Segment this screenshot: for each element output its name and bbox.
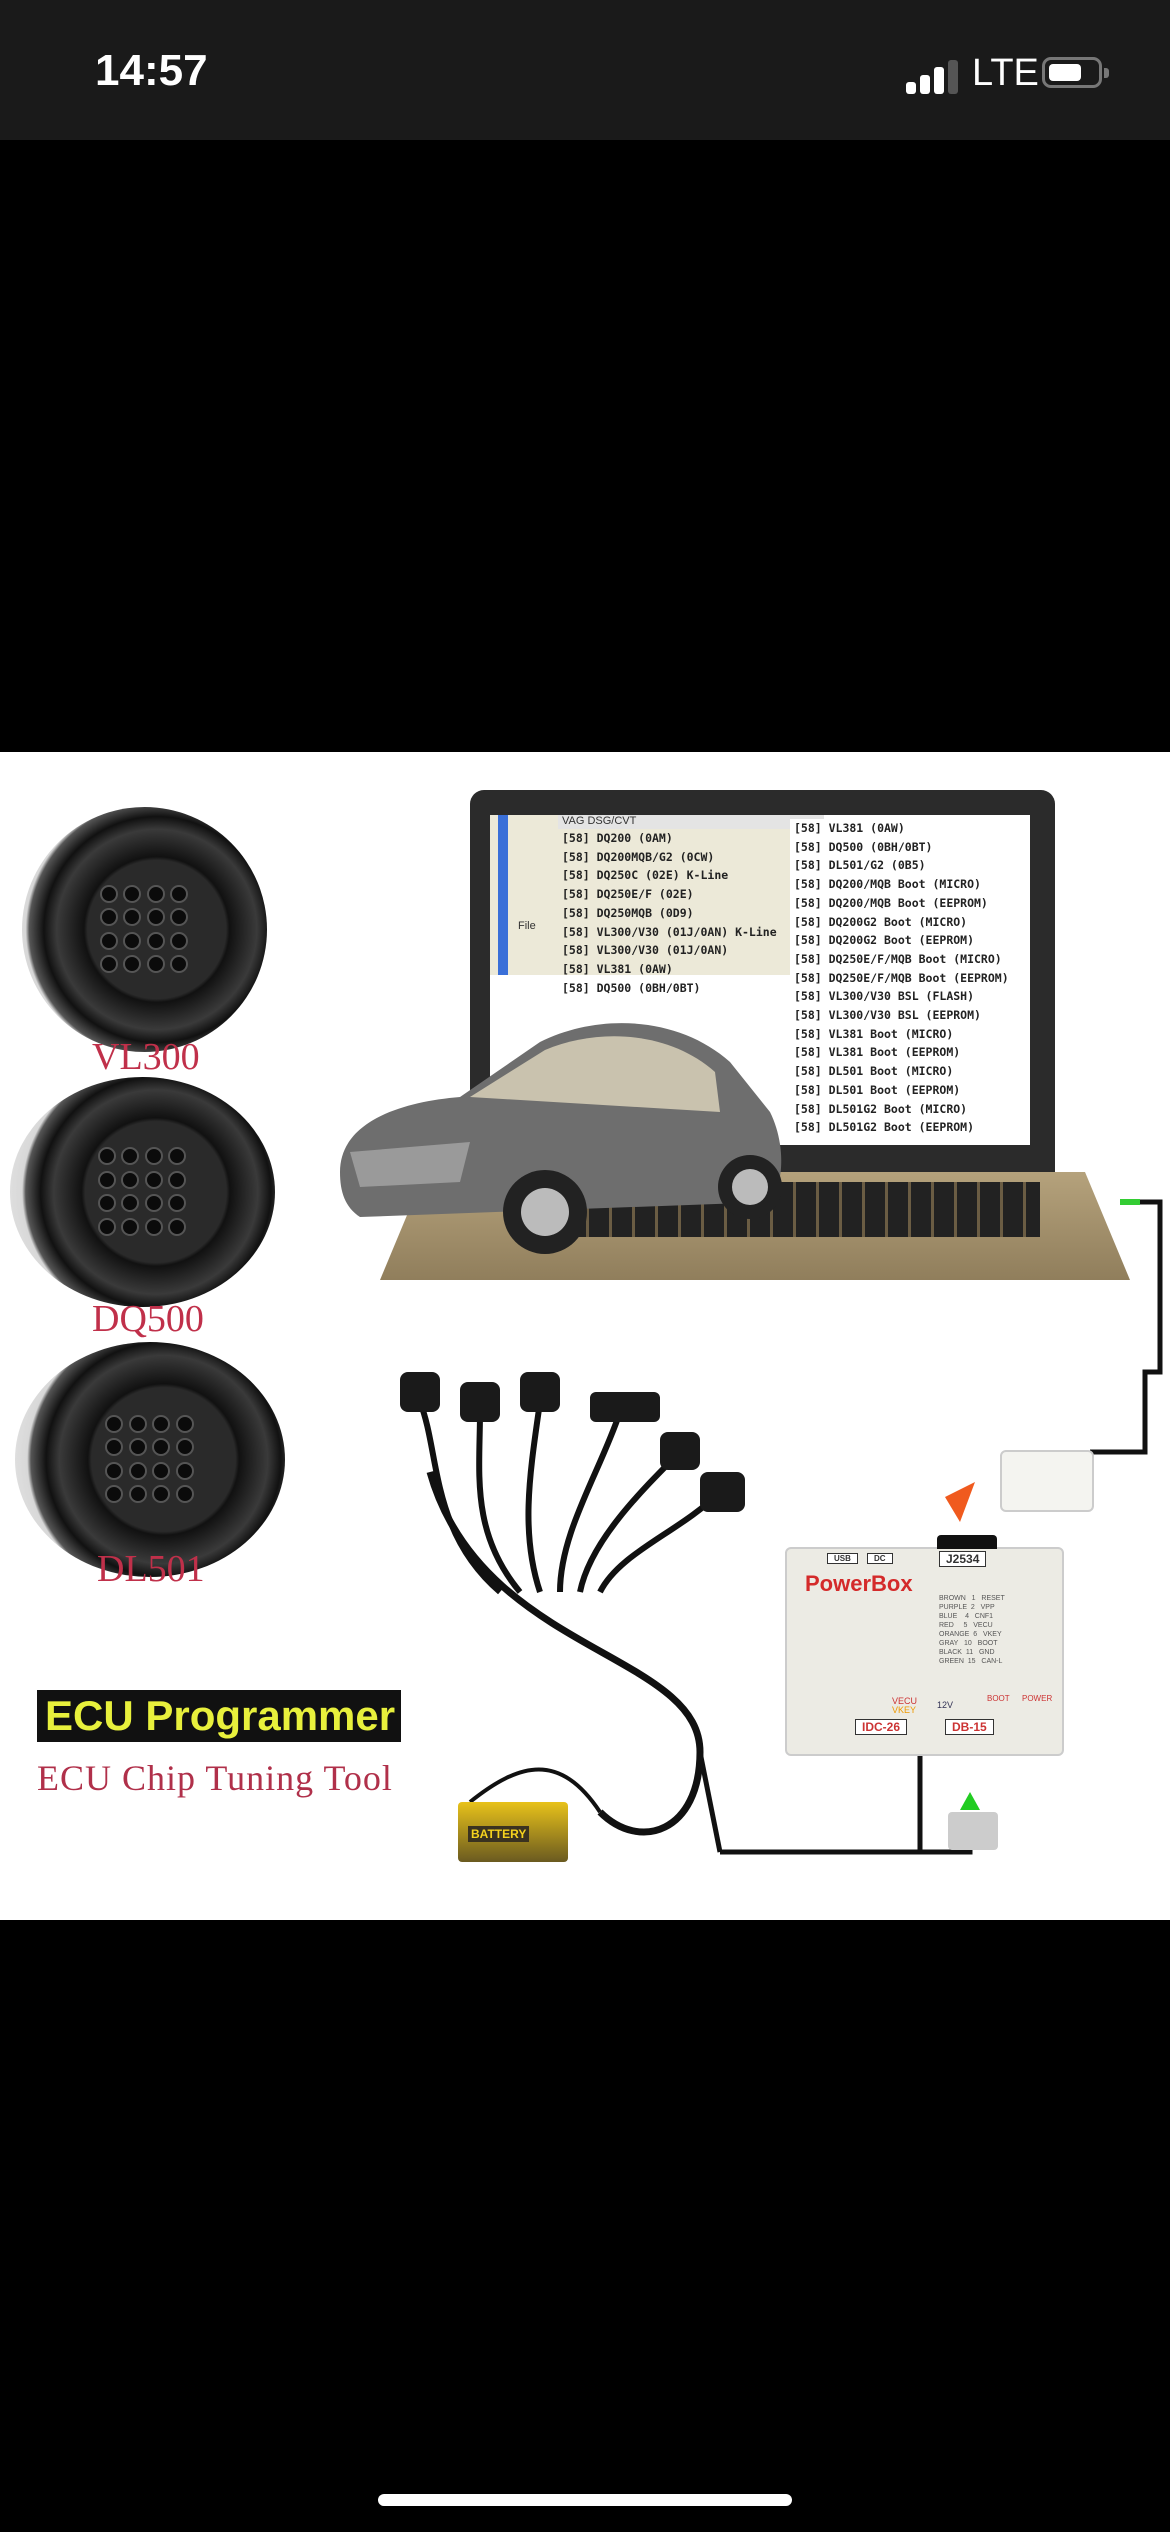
connector-label: DQ500 (92, 1298, 204, 1340)
product-image[interactable]: VL300 DQ500 DL501 File VAG DSG/CVT [58] … (0, 752, 1170, 1920)
powerbox: USB DC J2534 PowerBox BROWN 1 RESET PURP… (785, 1535, 1064, 1756)
banner-title: ECU Programmer (37, 1690, 401, 1742)
software-window: File (490, 815, 821, 975)
obd-adapter (1000, 1450, 1094, 1512)
list-item: [58] DQ200 (0AM) (562, 831, 673, 845)
dq500-connector (10, 1077, 275, 1307)
list-item: [58] DQ500 (0BH/0BT) (562, 980, 701, 995)
list-item: [58] VL300/V30 (01J/0AN) K-Line (562, 924, 777, 939)
powerbox-title: PowerBox (805, 1571, 913, 1596)
list-item: [58] DQ200G2 Boot (MICRO) (794, 914, 968, 929)
clock: 14:57 (95, 46, 208, 95)
list-item: [58] DQ250E/F/MQB Boot (MICRO) (794, 951, 1002, 966)
vecu-led-label: VECU (892, 1696, 918, 1706)
list-item: [58] DQ250MQB (0D9) (562, 905, 694, 920)
list-item: [58] VL300/V30 (01J/0AN) (562, 943, 729, 958)
vkey-led-label: VKEY (892, 1705, 917, 1715)
j2534-label: J2534 (939, 1551, 987, 1567)
list-item: [58] VL381 Boot (EEPROM) (794, 1045, 961, 1060)
list-item: [58] DQ250E/F/MQB Boot (EEPROM) (794, 970, 1009, 985)
vl300-connector (22, 807, 267, 1052)
power-label: POWER (1022, 1694, 1053, 1703)
battery-label: BATTERY (468, 1826, 530, 1842)
left-list: [58] DQ200 (0AM) [58] DQ200MQB/G2 (0CW) [5… (562, 829, 777, 997)
list-item: [58] VL381 (0AW) (794, 821, 905, 835)
j2534-plug (937, 1535, 997, 1549)
list-item: [58] DQ200/MQB Boot (EEPROM) (794, 895, 988, 910)
status-bar: 14:57 LTE (0, 0, 1170, 140)
list-item: [58] VL300/V30 BSL (FLASH) (794, 989, 975, 1004)
list-item: [58] DQ250C (02E) K-Line (562, 868, 729, 883)
list-item: [58] DQ200/MQB Boot (MICRO) (794, 877, 981, 892)
battery-icon (1042, 57, 1109, 88)
pinout-table: BROWN 1 RESET PURPLE 2 VPP BLUE 4 CNF1 R… (939, 1595, 1005, 1665)
signal-icon (906, 58, 996, 94)
connector-label: VL300 (92, 1036, 200, 1078)
right-list: [58] VL381 (0AW) [58] DQ500 (0BH/0BT) [58]… (790, 819, 1009, 1137)
list-item: [58] VL381 Boot (MICRO) (794, 1026, 954, 1041)
db15-connector (948, 1812, 998, 1850)
list-item: [58] DQ500 (0BH/0BT) (794, 839, 933, 854)
list-item: [58] DL501 Boot (EEPROM) (794, 1082, 961, 1097)
list-item: [58] DL501/G2 (0B5) (794, 858, 926, 873)
list-item: [58] VL381 (0AW) (562, 961, 673, 976)
window-title: VAG DSG/CVT (558, 815, 824, 829)
list-item: [58] DL501 Boot (MICRO) (794, 1064, 954, 1079)
usb-port-label: USB (827, 1553, 858, 1564)
list-item: [58] VL300/V30 BSL (EEPROM) (794, 1008, 981, 1023)
dl501-connector (15, 1342, 285, 1577)
12v-led-label: 12V (937, 1700, 954, 1710)
boot-led-label: BOOT (987, 1694, 1010, 1703)
cables (400, 1199, 1163, 1855)
list-item: [58] DQ250E/F (02E) (562, 887, 694, 902)
network-type: LTE (972, 52, 1039, 94)
list-item: [58] DQ200MQB/G2 (0CW) (562, 849, 715, 864)
list-item: [58] DL501G2 Boot (MICRO) (794, 1101, 968, 1116)
home-indicator[interactable] (378, 2494, 792, 2506)
idc26-label: IDC-26 (855, 1719, 908, 1735)
file-label: File (518, 920, 536, 932)
db15-label: DB-15 (945, 1719, 994, 1735)
list-item: [58] DQ200G2 Boot (EEPROM) (794, 933, 975, 948)
laptop-screen: File VAG DSG/CVT [58] DQ200 (0AM)[58] DQ… (490, 815, 1030, 1145)
car-image (340, 1023, 782, 1254)
subtitle: ECU Chip Tuning Tool (37, 1758, 393, 1798)
dc-port-label: DC (867, 1553, 893, 1564)
list-item: [58] DL501G2 Boot (EEPROM) (794, 1120, 975, 1135)
connector-label: DL501 (97, 1548, 205, 1590)
battery-image: BATTERY (458, 1802, 568, 1862)
